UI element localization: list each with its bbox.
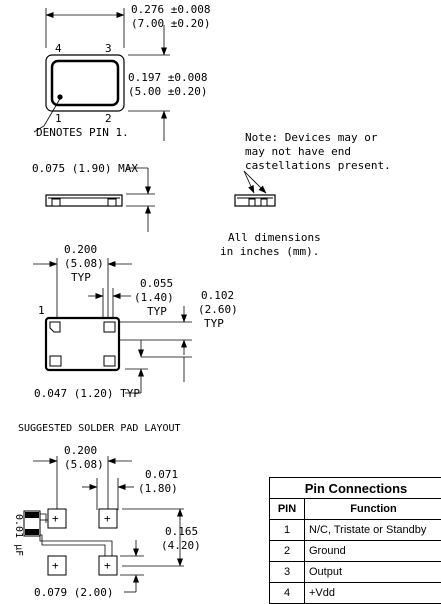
pad-cross-icon: + [52,512,59,525]
units-line-2: in inches (mm). [220,245,319,258]
pin-table-title: Pin Connections [270,478,441,499]
pad-width-inch-label: 0.055 [140,277,173,290]
pin-number: 3 [270,562,305,583]
pad-cross-icon: + [104,559,111,572]
top-view: 0.276 ±0.008 (7.00 ±0.20) 4 3 1 2 0.197 … [34,3,210,141]
note-line-2: may not have end [245,145,351,158]
solder-pitch-inch-label: 0.200 [64,444,97,457]
height-mm-label: (5.00 ±0.20) [128,85,207,98]
solder-gap-label: 0.079 (2.00) [34,586,113,599]
height-inch-label: 0.197 ±0.008 [128,71,207,84]
table-row: 2 Ground [270,541,441,562]
pad-cross-icon: + [52,559,59,572]
note-arrow [244,171,266,193]
pin-label-4: 4 [55,42,62,55]
pin-label-2: 2 [105,112,112,125]
trace-gnd [40,531,112,556]
pin-connections-table: Pin Connections PIN Function 1 N/C, Tris… [269,477,441,604]
solder-height-mm-label: (4.20) [161,539,201,552]
solder-pitch-mm-label: (5.08) [64,458,104,471]
table-row: 1 N/C, Tristate or Standby [270,520,441,541]
pin-function: N/C, Tristate or Standby [305,520,441,541]
table-row: 3 Output [270,562,441,583]
pad-height-inch-label: 0.102 [201,289,234,302]
pad-height-typ-label: TYP [204,317,224,330]
trace-vdd [40,514,46,523]
pad-cross-icon: + [104,512,111,525]
solder-pad-layout: SUGGESTED SOLDER PAD LAYOUT 0.200 (5.08)… [13,423,201,599]
width-inch-label: 0.276 ±0.008 [131,3,210,16]
pin-number: 1 [270,520,305,541]
units-note: All dimensions in inches (mm). [220,231,321,258]
bottom-pin1-label: 1 [38,304,45,317]
note-line-1: Note: Devices may or [245,131,378,144]
side-height-label: 0.075 (1.90) MAX [32,162,138,175]
pin-number: 4 [270,583,305,604]
side-castellation [108,199,116,206]
capacitor-terminal [25,529,39,535]
pitch-typ-label: TYP [71,271,91,284]
bottom-view: 0.200 (5.08) TYP 0.055 (1.40) TYP 0.102 … [33,243,238,400]
pitch-inch-label: 0.200 [64,243,97,256]
width-mm-label: (7.00 ±0.20) [131,17,210,30]
pad-gap-label: 0.047 (1.20) TYP [34,387,140,400]
pin-function: Ground [305,541,441,562]
pin-function: Output [305,562,441,583]
note-castellation [261,199,267,206]
pin-number: 2 [270,541,305,562]
castellation-note: Note: Devices may or may not have end ca… [235,131,391,206]
trace-gnd [40,535,105,556]
pin-label-3: 3 [105,42,112,55]
note-line-3: castellations present. [245,159,391,172]
pad-height-mm-label: (2.60) [198,303,238,316]
bottom-pad-3 [104,356,115,366]
bottom-pad-2 [104,322,115,332]
bottom-pad-4 [50,356,61,366]
pin1-note: DENOTES PIN 1. [36,126,129,139]
pin-function: +Vdd [305,583,441,604]
solder-layout-title: SUGGESTED SOLDER PAD LAYOUT [18,423,181,434]
function-column-header: Function [305,499,441,520]
pitch-mm-label: (5.08) [64,257,104,270]
pin-label-1: 1 [55,112,62,125]
side-view: 0.075 (1.90) MAX [32,162,155,232]
pad-width-mm-label: (1.40) [134,291,174,304]
side-castellation [52,199,60,206]
solder-pad-width-mm-label: (1.80) [138,482,178,495]
pad-width-typ-label: TYP [147,305,167,318]
capacitor-terminal [25,512,39,518]
units-line-1: All dimensions [228,231,321,244]
table-row: 4 +Vdd [270,583,441,604]
note-arrow [244,171,254,193]
note-castellation [249,199,255,206]
solder-pad-width-inch-label: 0.071 [145,468,178,481]
cap-label: 0.01 μF [13,514,24,556]
solder-height-inch-label: 0.165 [165,525,198,538]
pin-column-header: PIN [270,499,305,520]
